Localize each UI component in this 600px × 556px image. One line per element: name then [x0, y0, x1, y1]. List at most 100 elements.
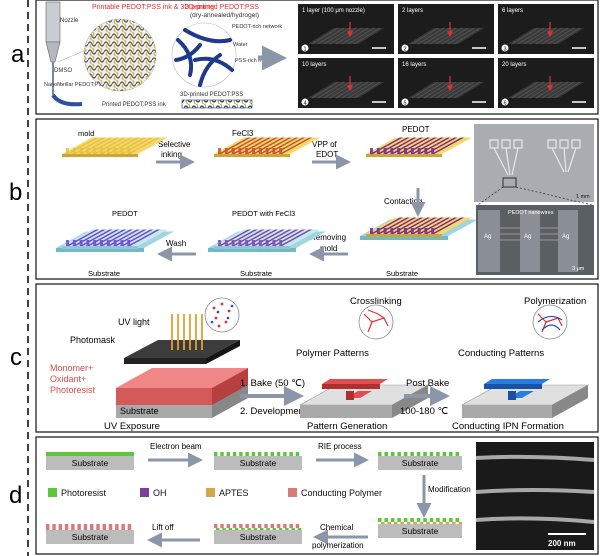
- post-bake-label: Post Bake: [406, 378, 449, 389]
- final-nanowires: [46, 524, 132, 530]
- panel-c-frame: [35, 283, 599, 433]
- photoresist-label: Photoresist: [50, 385, 96, 395]
- printable-label: Printable PEDOT:PSS ink & 3D printing: [92, 4, 214, 11]
- panel-d: Substrate Electron beam Substrate RIE pr…: [46, 442, 595, 550]
- development-label: 2. Development: [240, 406, 307, 417]
- substrate-label-1: Substrate: [88, 269, 120, 278]
- pss-rich-label: PSS-rich matrix: [235, 58, 273, 64]
- panel-label-c: c: [10, 344, 22, 371]
- printed-ink-label: Printed PEDOT:PSS ink: [102, 102, 167, 108]
- pedot-label-top: PEDOT: [402, 125, 430, 134]
- photoresist-layer-1: [46, 452, 134, 456]
- legend-swatch: [288, 488, 297, 497]
- temperature-label: 100-180 ℃: [400, 406, 449, 417]
- mold-label-2: mold: [320, 244, 337, 253]
- printed-label-1: 3D-printed PEDOT:PSS: [185, 4, 259, 11]
- d-substrate-3: Substrate: [402, 458, 439, 468]
- photomask-label: Photomask: [70, 335, 116, 345]
- mold-slab: [56, 229, 174, 252]
- zoom-dash-2: [515, 186, 593, 206]
- zoom-dash-1: [477, 186, 504, 206]
- substrate-block-6: [46, 530, 134, 544]
- legend-label: APTES: [219, 488, 249, 498]
- photo-label: 6 layers: [502, 8, 523, 14]
- mold-slab: [208, 229, 326, 252]
- panel-b: mold Selective inking FeCl3 VPP of EDOT …: [56, 124, 594, 278]
- panel-b-frame: [35, 118, 599, 280]
- pedot-fecl3-label: PEDOT with FeCl3: [232, 209, 295, 218]
- legend-item: APTES: [206, 488, 249, 498]
- contacting-label: Contacting: [384, 197, 422, 206]
- printed-3d-stripe: [181, 99, 253, 109]
- photo-label: 16 layers: [402, 62, 426, 68]
- zoom-circle-2: [358, 304, 394, 340]
- scale-1mm: 1 mm: [576, 194, 590, 200]
- pattern-generation-label: Pattern Generation: [307, 421, 387, 432]
- substrate-block-1: [46, 456, 134, 470]
- nanofibrillar-label: Nanofibrillar PEDOT:PSS: [44, 82, 106, 88]
- substrate-label-c: Substrate: [120, 406, 159, 416]
- photo-number: 5: [403, 101, 406, 107]
- d-substrate-1: Substrate: [72, 458, 109, 468]
- oxidant-dots: [210, 304, 234, 324]
- photo-5: 5 16 layers: [398, 58, 494, 108]
- patterned-photoresist-3: [378, 452, 460, 456]
- mold-slab: [62, 137, 168, 157]
- polymer-patterns-label: Polymer Patterns: [296, 348, 369, 359]
- mold-slab: [360, 217, 478, 240]
- mold-blocks: [56, 137, 478, 252]
- legend-label: Photoresist: [61, 488, 107, 498]
- substrate-label-3: Substrate: [386, 269, 418, 278]
- ag-electrodes: [478, 210, 578, 272]
- oxidant-label: Oxidant+: [50, 374, 86, 384]
- legend-swatch: [206, 488, 215, 497]
- crosslink-network: [363, 309, 389, 333]
- monomer-label: Monomer+: [50, 363, 93, 373]
- scale-3um: 3 μm: [572, 266, 585, 272]
- inking-label: inking: [161, 150, 182, 159]
- legend-swatch: [140, 488, 149, 497]
- d-substrate-4: Substrate: [402, 526, 439, 536]
- legend-label: Conducting Polymer: [301, 488, 382, 498]
- d-substrate-2: Substrate: [240, 458, 277, 468]
- modified-surface-3: [378, 518, 463, 524]
- lift-off-label: Lift off: [152, 523, 174, 532]
- photo-number: 3: [503, 47, 506, 53]
- nozzle-illustration: [45, 1, 83, 107]
- substrate-block-5: [214, 530, 302, 544]
- polymerization-label-c: Polymerization: [524, 296, 586, 307]
- ink-fibers: [84, 19, 156, 91]
- pedot-rich-label: PEDOT-rich network: [232, 24, 282, 30]
- panel-label-d: d: [9, 482, 22, 509]
- photo-label: 1 layer (100 μm nozzle): [302, 8, 365, 14]
- panel-label-b: b: [9, 179, 22, 206]
- patterned-photoresist-2: [214, 452, 300, 456]
- substrate-block-4: [378, 524, 462, 538]
- photo-number: 2: [403, 47, 406, 53]
- monomer-dots: [212, 302, 231, 328]
- panel-d-frame: [35, 436, 599, 555]
- photo-4: 410 layers: [298, 58, 394, 108]
- polymer-coated-2: [214, 524, 302, 530]
- selective-label: Selective: [158, 140, 191, 149]
- panel-a-frame: [35, 0, 599, 115]
- conducting-ipn-label: Conducting IPN Formation: [452, 421, 564, 432]
- uv-exposure-stack: [114, 314, 250, 418]
- chemical-label: Chemical: [320, 523, 354, 532]
- ag-label-3: Ag: [562, 234, 569, 240]
- edot-label: EDOT: [316, 150, 338, 159]
- photo-1: 11 layer (100 μm nozzle): [298, 4, 394, 54]
- d-substrate-6: Substrate: [72, 532, 109, 542]
- mold-label: mold: [78, 129, 94, 138]
- polymerization-label-d: polymerization: [312, 541, 364, 550]
- substrate-block-2: [214, 456, 302, 470]
- bake-step-label: 1. Bake (50 ℃): [240, 378, 305, 389]
- legend-label: OH: [153, 488, 167, 498]
- vpp-of-label: VPP of: [312, 140, 338, 149]
- panel-c: UV light Photomask Monomer+ Oxidant+ Pho…: [50, 296, 590, 432]
- water-label: Water: [233, 42, 248, 48]
- pedot-label-bottom: PEDOT: [112, 209, 138, 218]
- electron-beam-label: Electron beam: [150, 442, 202, 451]
